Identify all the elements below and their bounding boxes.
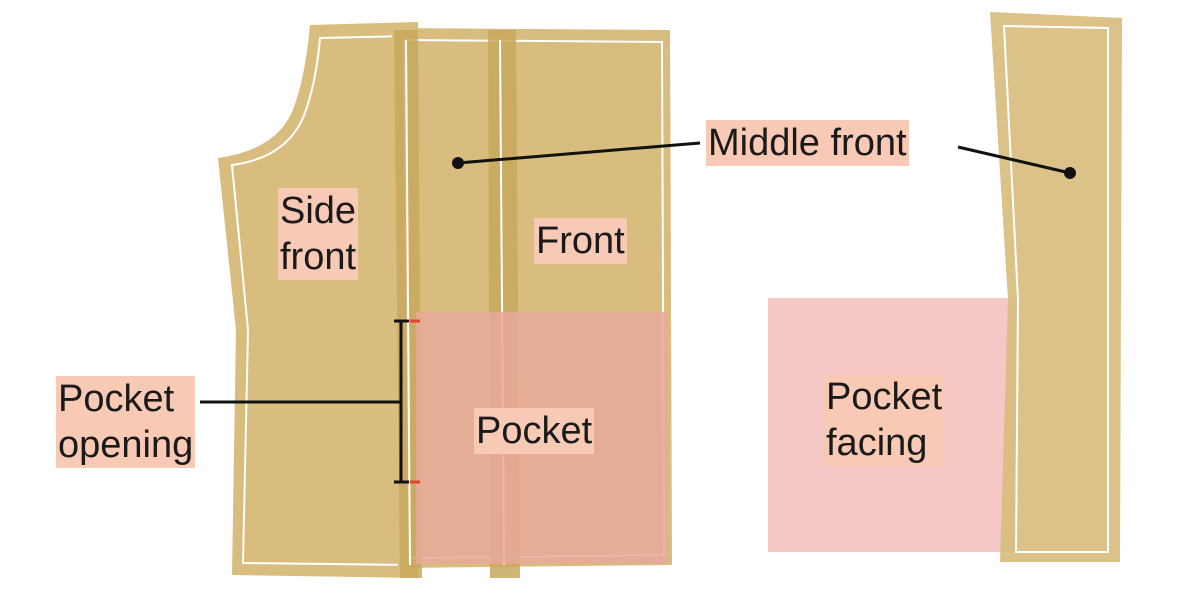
side-front-piece [218,22,418,578]
middle-front-piece [990,12,1122,562]
label-pocket-opening-line1: Pocket [58,378,175,420]
label-pocket-opening: Pocket opening [56,376,196,468]
middle-front-leader-right [957,145,1071,175]
label-middle-front: Middle front [706,120,909,166]
label-side-front-line2: front [280,236,357,278]
label-side-front-line1: Side [280,190,357,232]
label-pocket-opening-line2: opening [58,424,194,466]
label-pocket-facing-line1: Pocket [826,376,943,418]
middle-front-seam-line [1002,24,1109,553]
label-side-front: Side front [278,188,359,280]
label-pocket-facing-line2: facing [826,422,928,464]
side-front-seam-line [230,34,412,567]
label-pocket: Pocket [474,408,595,454]
label-pocket-facing: Pocket facing [824,374,945,466]
middle-front-dot-right [1064,167,1076,179]
middle-front-leader-left [457,141,701,165]
grain-line-left [405,39,411,566]
middle-front-dot-left [452,157,464,169]
label-front: Front [534,218,627,264]
